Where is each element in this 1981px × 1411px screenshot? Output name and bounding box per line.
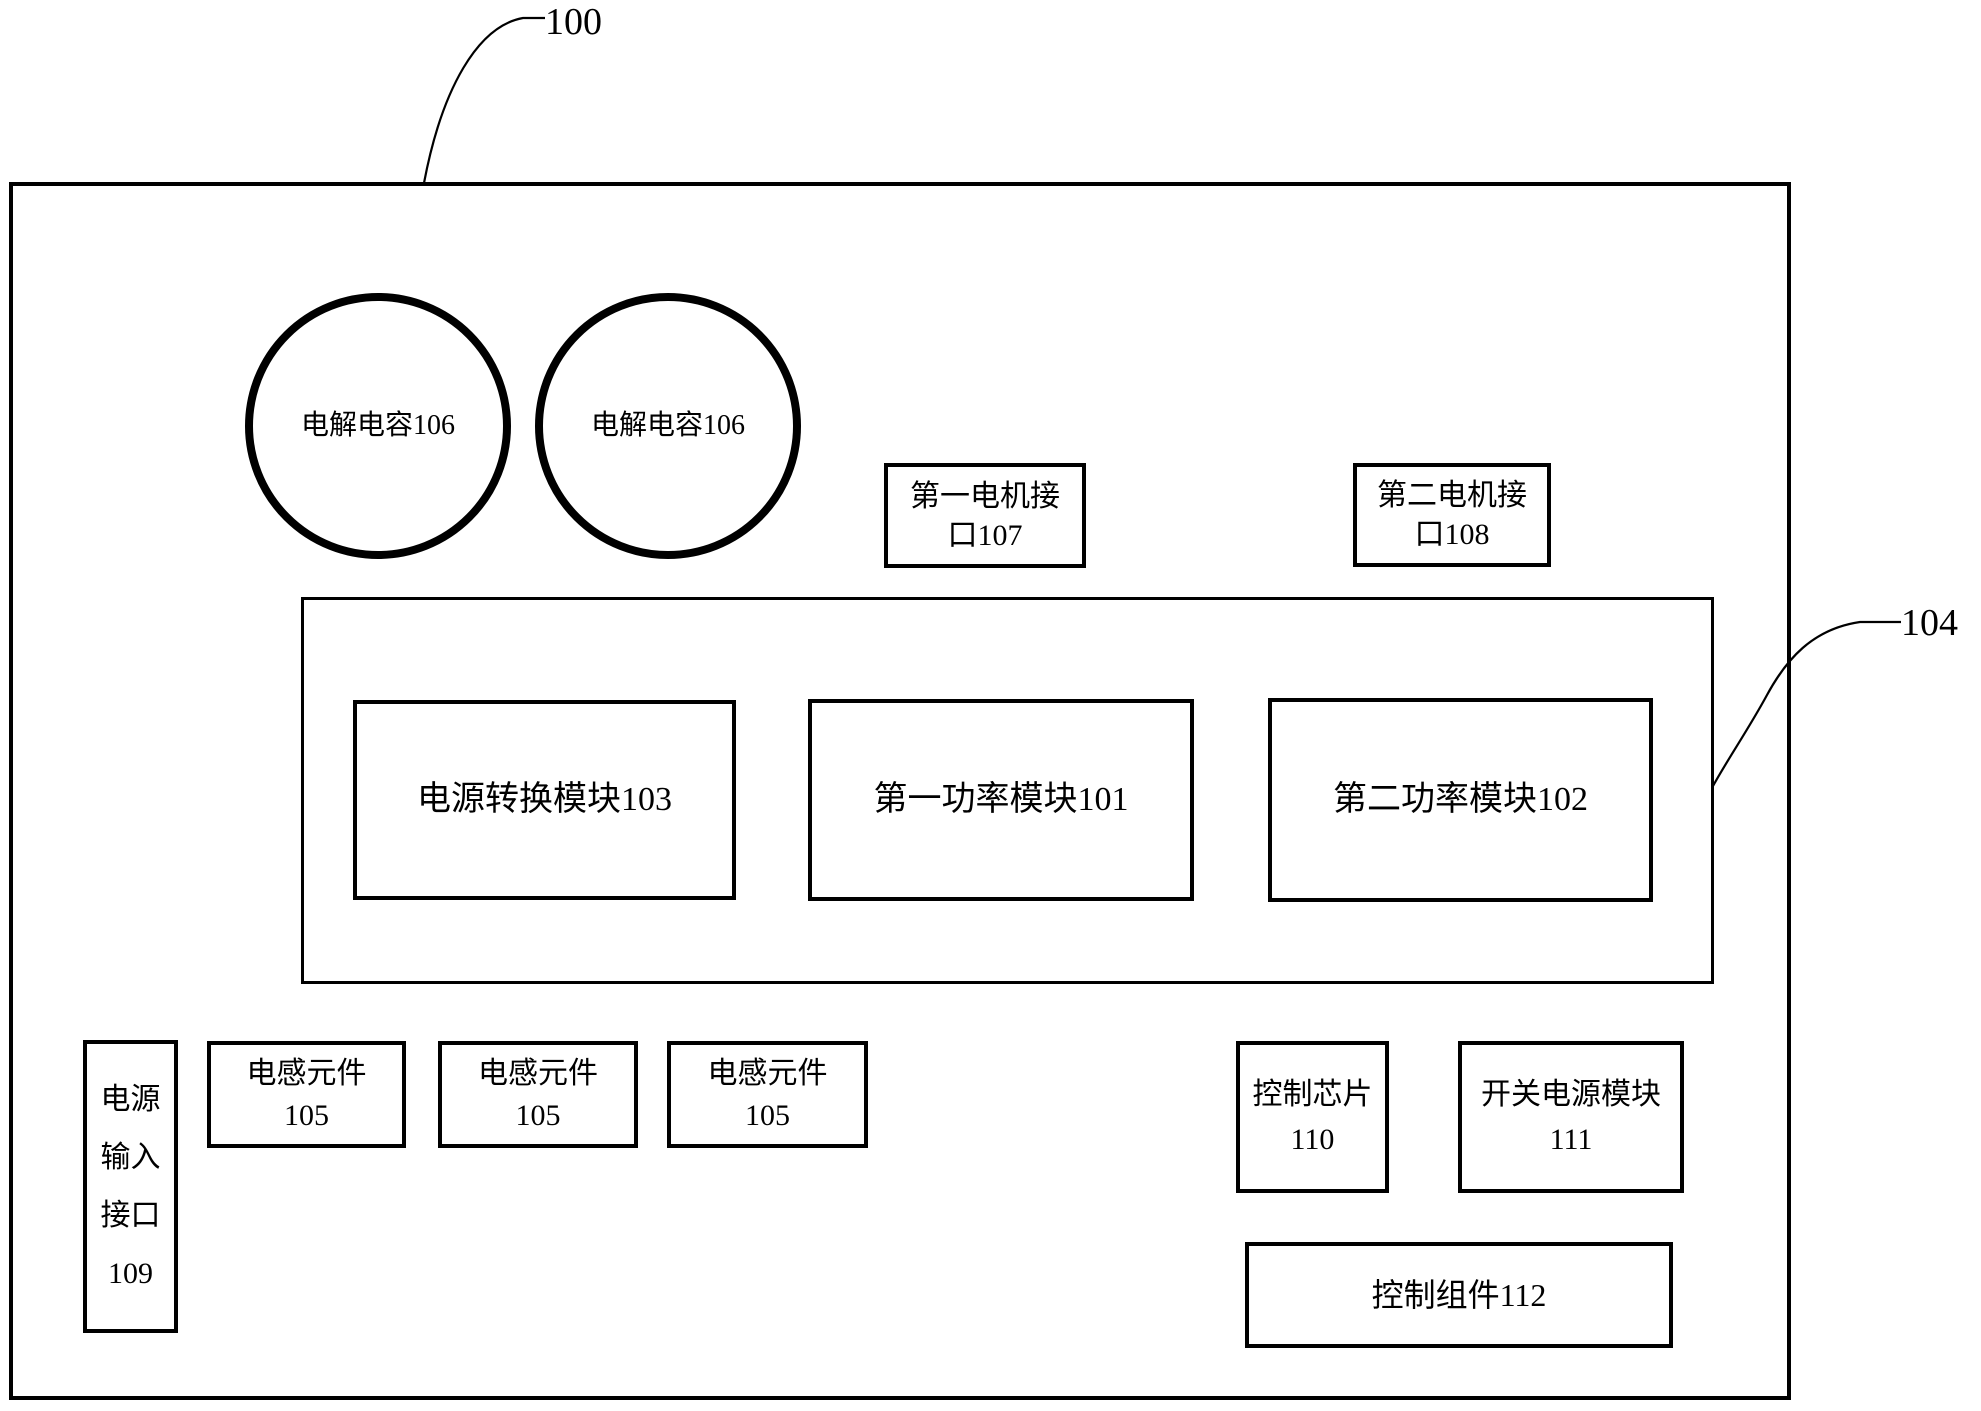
power-input-port-label-line2: 输入	[100, 1140, 161, 1174]
electrolytic-capacitor-left: 电解电容106	[245, 293, 511, 559]
power-conversion-module-box: 电源转换模块103	[353, 700, 736, 900]
second-power-module-box: 第二功率模块102	[1268, 698, 1653, 902]
second-motor-port-box: 第二电机接 口108	[1353, 463, 1551, 567]
control-assembly-label: 控制组件112	[1371, 1276, 1547, 1313]
switch-power-module-label-line2: 111	[1549, 1123, 1593, 1156]
leader-line-100	[422, 16, 545, 184]
inductor-3-label-line2: 105	[745, 1098, 790, 1132]
power-input-port-label-line1: 电源	[100, 1082, 161, 1116]
switch-power-module-label-line1: 开关电源模块	[1481, 1078, 1661, 1111]
device-boundary-box-100	[9, 182, 1791, 1400]
power-conversion-module-label: 电源转换模块103	[417, 780, 672, 818]
module-region-box-104	[301, 597, 1714, 984]
electrolytic-capacitor-left-label: 电解电容106	[300, 409, 455, 441]
first-power-module-label: 第一功率模块101	[873, 780, 1129, 818]
switch-power-module-box: 开关电源模块 111	[1458, 1041, 1684, 1193]
second-power-module-label: 第二功率模块102	[1333, 780, 1588, 818]
inductor-2-label-line1: 电感元件	[478, 1056, 598, 1090]
inductor-1-label-line1: 电感元件	[246, 1056, 367, 1090]
second-motor-port-label-line2: 口108	[1414, 518, 1490, 551]
inductor-1-label-line2: 105	[284, 1098, 329, 1132]
power-input-port-box: 电源 输入 接口 109	[83, 1040, 178, 1333]
control-assembly-box: 控制组件112	[1245, 1242, 1673, 1348]
power-input-port-label-line3: 接口	[100, 1198, 161, 1232]
inductor-2-label-line2: 105	[515, 1098, 561, 1132]
inductor-3-label-line1: 电感元件	[707, 1056, 828, 1090]
first-motor-port-box: 第一电机接 口107	[884, 463, 1086, 568]
first-power-module-box: 第一功率模块101	[808, 699, 1194, 901]
electrolytic-capacitor-right-label: 电解电容106	[590, 409, 745, 441]
control-chip-box: 控制芯片 110	[1236, 1041, 1389, 1193]
second-motor-port-label-line1: 第二电机接	[1377, 479, 1527, 512]
inductor-box-1: 电感元件 105	[207, 1041, 406, 1148]
inductor-box-3: 电感元件 105	[667, 1041, 868, 1148]
first-motor-port-label-line2: 口107	[947, 518, 1023, 552]
reference-number-104: 104	[1901, 602, 1958, 644]
power-input-port-label-line4: 109	[108, 1256, 153, 1290]
first-motor-port-label-line1: 第一电机接	[910, 479, 1060, 513]
control-chip-label-line2: 110	[1290, 1123, 1335, 1156]
reference-number-100: 100	[545, 1, 602, 43]
control-chip-label-line1: 控制芯片	[1252, 1078, 1373, 1111]
inductor-box-2: 电感元件 105	[438, 1041, 638, 1148]
electrolytic-capacitor-right: 电解电容106	[535, 293, 801, 559]
